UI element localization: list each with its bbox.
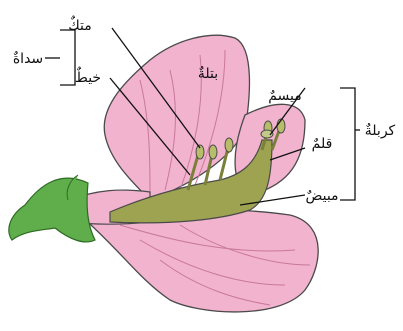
label-anther: متكٌ (68, 16, 92, 34)
label-style: قلمٌ (312, 136, 333, 152)
upper-petal (104, 35, 249, 200)
label-filament: خيطٌ (75, 67, 101, 86)
anther (225, 138, 233, 152)
label-stamen: سداةٌ (13, 51, 43, 67)
label-carpel: كربلةٌ (365, 123, 396, 139)
carpel-bracket (340, 88, 355, 200)
anther (209, 145, 217, 159)
label-petal: بتلةٌ (198, 66, 218, 82)
label-stigma: ميسمٌ (268, 88, 302, 104)
label-ovary: مبيضٌ (305, 188, 338, 204)
stamen-bracket (60, 30, 75, 85)
sepal (9, 178, 95, 242)
